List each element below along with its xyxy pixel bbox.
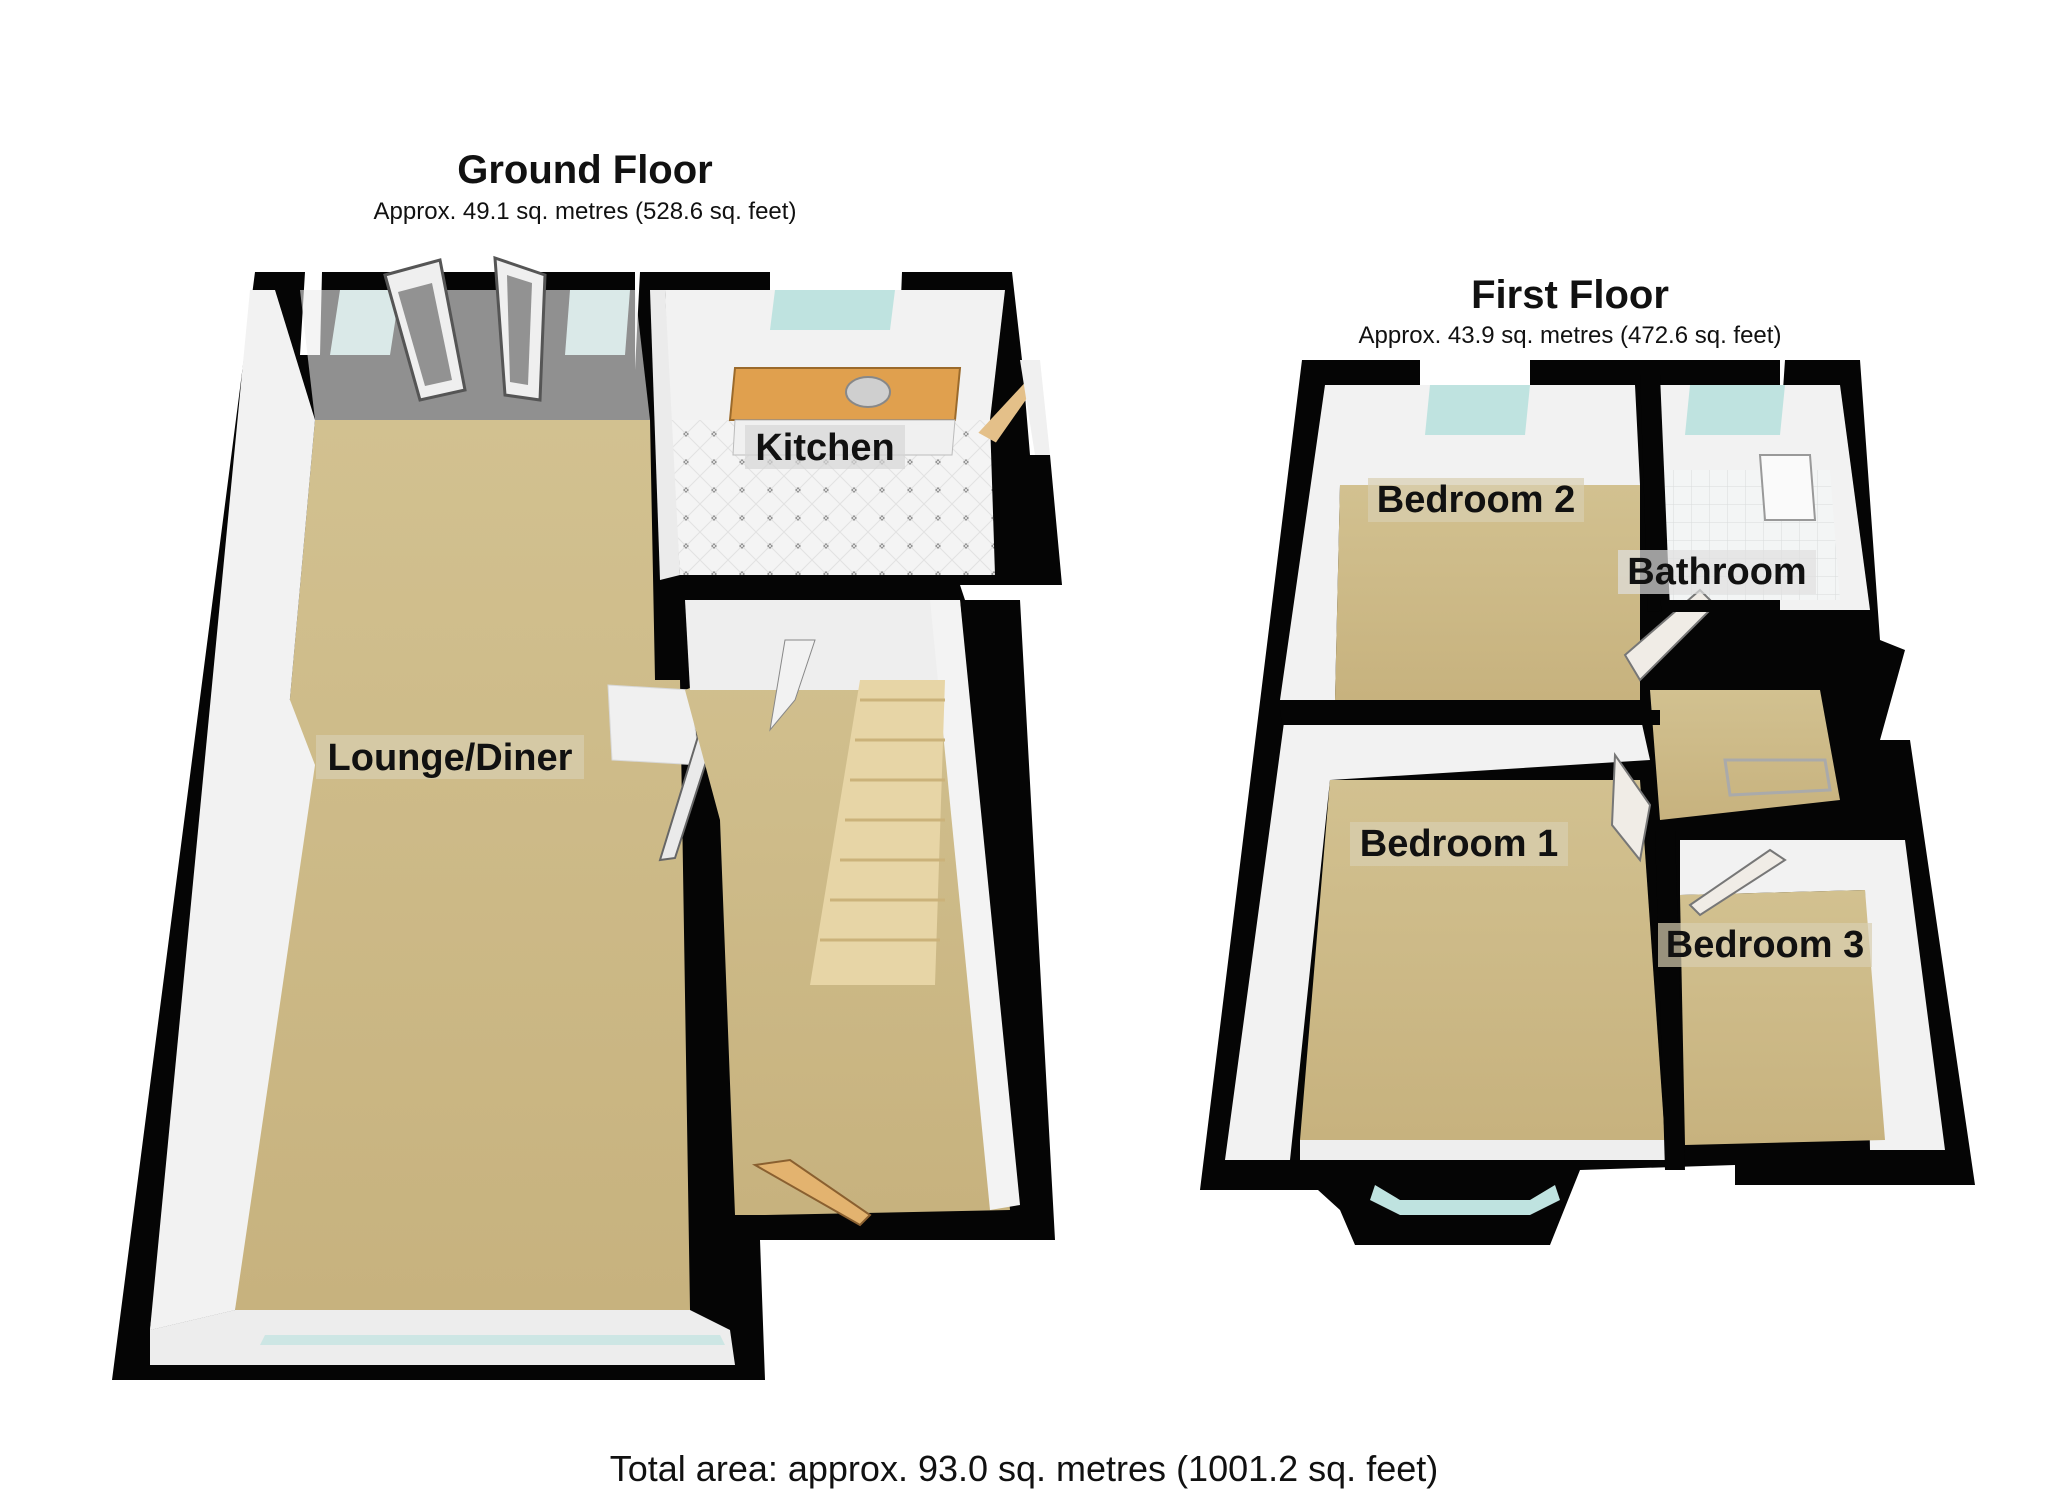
bay-window bbox=[1370, 1185, 1560, 1215]
total-area: Total area: approx. 93.0 sq. metres (100… bbox=[609, 1448, 1439, 1489]
room-label-bedroom-2: Bedroom 2 bbox=[1377, 479, 1575, 521]
first-floor-title: First Floor bbox=[1471, 273, 1669, 317]
bedroom-1-door bbox=[1610, 752, 1652, 863]
chimney-breast bbox=[607, 684, 701, 766]
patio-door-left bbox=[383, 258, 467, 402]
room-label-lounge-diner: Lounge/Diner bbox=[328, 737, 573, 779]
first-floor-area: Approx. 43.9 sq. metres (472.6 sq. feet) bbox=[1358, 322, 1782, 349]
ground-floor-title: Ground Floor bbox=[457, 148, 713, 192]
front-door bbox=[751, 1158, 872, 1227]
patio-door-right bbox=[493, 255, 547, 402]
staircase bbox=[810, 680, 945, 985]
kitchen-door bbox=[978, 379, 1035, 443]
bath bbox=[1758, 454, 1817, 521]
bedroom-3-door bbox=[1688, 848, 1787, 917]
landing-floor bbox=[1650, 690, 1840, 820]
kitchen-worktop bbox=[728, 367, 962, 421]
first-floor-plan bbox=[1200, 360, 1975, 1245]
room-label-bathroom: Bathroom bbox=[1627, 551, 1806, 593]
room-label-bedroom-3: Bedroom 3 bbox=[1666, 924, 1864, 966]
lounge-carpet bbox=[235, 420, 690, 1310]
bedroom-2-floor bbox=[1335, 485, 1640, 700]
room-label-bedroom-1: Bedroom 1 bbox=[1360, 823, 1558, 865]
ground-floor-plan bbox=[112, 255, 1062, 1380]
ground-floor-area: Approx. 49.1 sq. metres (528.6 sq. feet) bbox=[373, 198, 797, 225]
kitchen-sink bbox=[845, 376, 891, 408]
bedroom-1-floor bbox=[1300, 780, 1665, 1140]
room-labels: Kitchen Lounge/Diner Bedroom 2 Bathroom … bbox=[316, 425, 1872, 967]
room-label-kitchen: Kitchen bbox=[755, 427, 894, 469]
